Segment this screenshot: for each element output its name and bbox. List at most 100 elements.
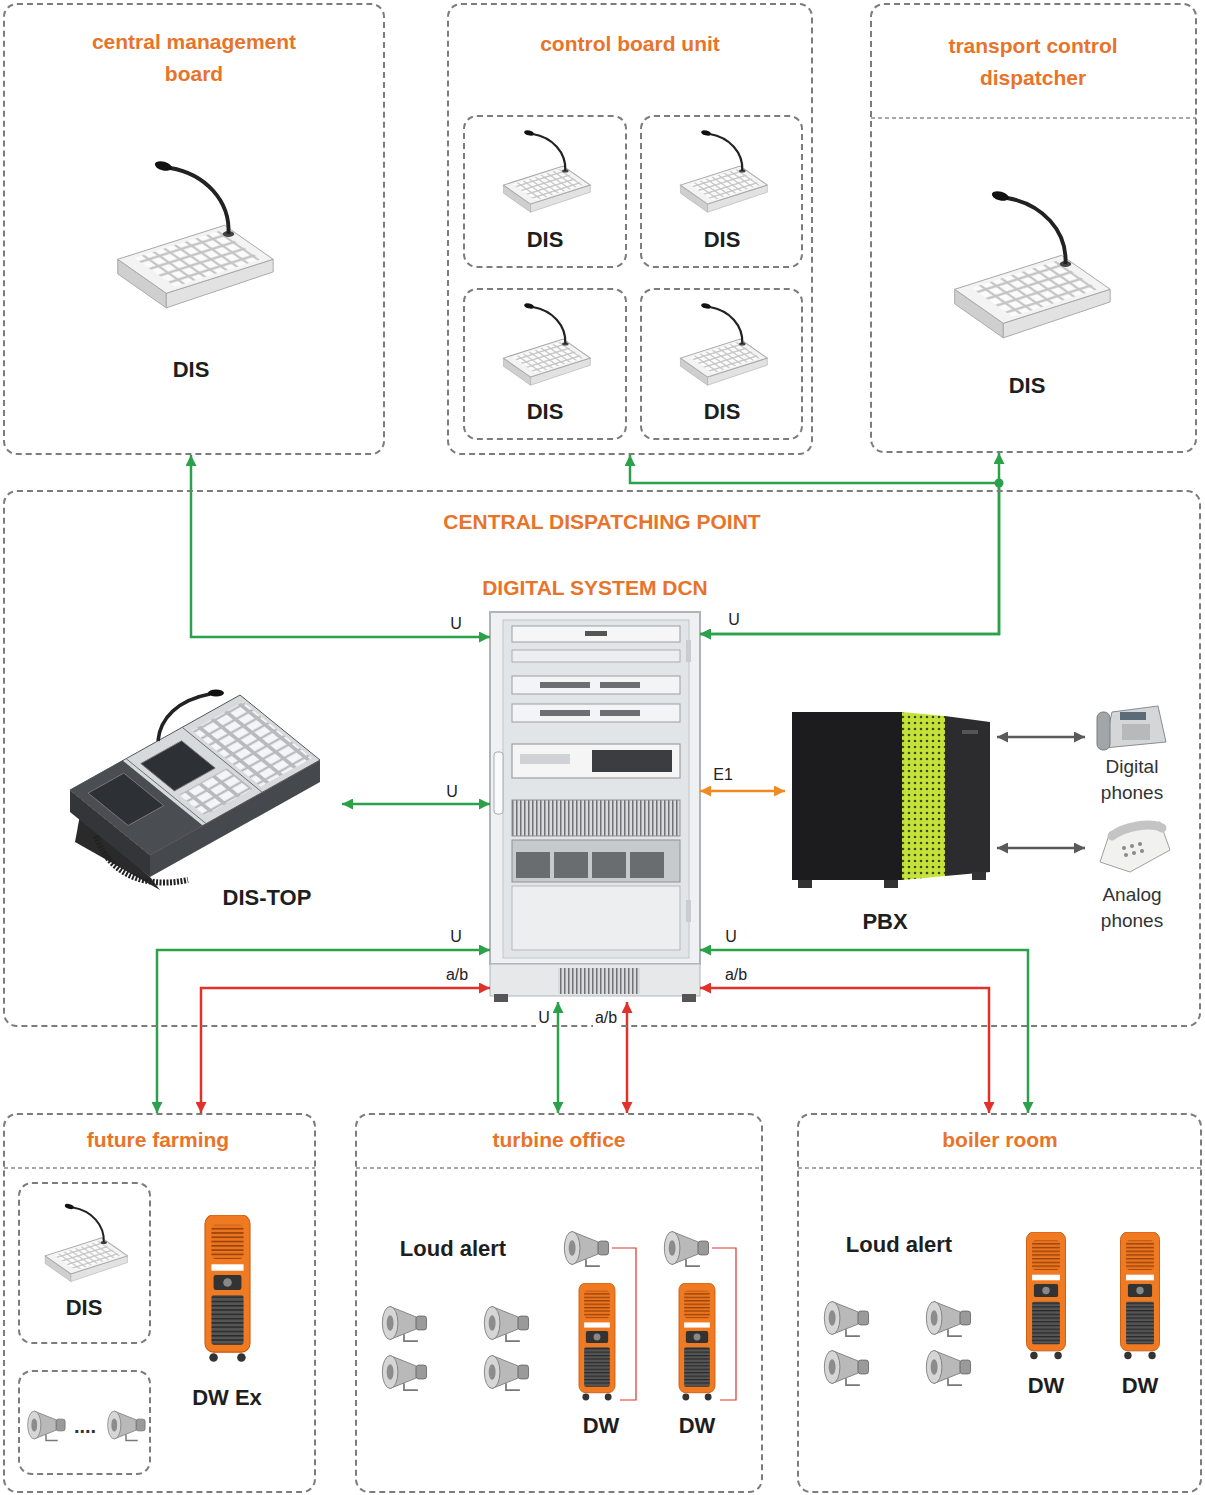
keypad (192, 702, 312, 786)
dis-console (680, 129, 767, 212)
device-box: DIS (640, 288, 803, 440)
cabinet-handle (494, 752, 503, 814)
cabinet-node: DIGITAL SYSTEM DCN (490, 612, 700, 1002)
header-divider (4, 1167, 315, 1169)
device-label: DW Ex (172, 1384, 282, 1412)
dis-console (503, 129, 590, 212)
device-label: DW (1016, 1372, 1076, 1400)
pbx-foot (884, 880, 898, 888)
phone-display (1120, 712, 1146, 720)
zone-box: transport control dispatcherDIS (870, 3, 1197, 453)
horn-speaker (664, 1232, 708, 1267)
plinth-grille (558, 968, 640, 994)
dw-unit (1027, 1232, 1066, 1359)
gooseneck (158, 694, 210, 741)
header-divider (356, 1167, 762, 1169)
device-box: DIS (18, 1182, 151, 1344)
connector (700, 988, 989, 1113)
device-label: DIS (682, 226, 762, 254)
dis-console (955, 190, 1110, 338)
signal-label: a/b (723, 966, 749, 984)
connector (700, 790, 785, 793)
analog-phone (1100, 822, 1170, 872)
signal-label: U (726, 611, 742, 629)
device-label: DIS (977, 372, 1077, 400)
console-node: DIS-TOP (50, 688, 342, 916)
device-box: DIS (463, 115, 627, 268)
dis-console (503, 302, 590, 385)
pbx-vents (902, 712, 945, 880)
device-label: DIS (505, 226, 585, 254)
device-label: DIS (505, 398, 585, 426)
horn-speaker (926, 1302, 970, 1337)
blank-panel (512, 886, 680, 950)
phone-key (1132, 851, 1136, 855)
module-panel (520, 754, 570, 764)
mic-head (208, 690, 224, 697)
device-label: DIS (682, 398, 762, 426)
signal-label: a/b (444, 966, 470, 984)
header-divider (871, 117, 1196, 119)
cabinet-frame (490, 612, 700, 964)
cabinet-foot (682, 994, 696, 1002)
dw-unit (679, 1283, 715, 1400)
console-surface (70, 695, 320, 855)
phone-key (1130, 844, 1134, 848)
phone-key (1122, 846, 1126, 850)
horn-speaker (926, 1351, 970, 1386)
handset-cord (96, 836, 188, 883)
cabinet-inner (503, 620, 689, 958)
horn-speaker (484, 1307, 528, 1342)
connector (997, 736, 1085, 739)
signal-label: U (723, 928, 739, 946)
phone-handset (1097, 712, 1110, 750)
rack-module (512, 744, 680, 778)
system-heading: DIGITAL SYSTEM DCN (435, 572, 755, 604)
link-bracket (612, 1248, 636, 1400)
zone-box: future farmingDW ExDIS.... (3, 1113, 316, 1493)
zone-heading: transport control dispatcher (903, 30, 1163, 94)
connector (700, 453, 999, 634)
horn-speaker (382, 1307, 426, 1342)
device-label: DIS-TOP (197, 884, 337, 912)
module-port (540, 682, 590, 688)
group-label: Loud alert (373, 1235, 533, 1263)
zone-heading: central management board (64, 26, 324, 90)
rectifier (554, 852, 588, 878)
phone-handset (1112, 825, 1162, 836)
horn-speaker (484, 1356, 528, 1391)
cabinet-foot (494, 994, 508, 1002)
device-label: DW (1110, 1372, 1170, 1400)
zone-box: central management boardDIS (3, 3, 385, 455)
module-divider (126, 759, 206, 824)
module-port (600, 710, 640, 716)
zone-heading: turbine office (399, 1124, 719, 1156)
digital-phone (1097, 706, 1166, 750)
phone-key (1140, 849, 1144, 853)
pbx-foot (972, 872, 986, 880)
rectifier (630, 852, 664, 878)
module-port (540, 710, 590, 716)
connector (630, 455, 999, 634)
signal-label: a/b (593, 1009, 619, 1027)
device-label: Digital phones (1085, 754, 1180, 806)
horn-speaker (108, 1411, 145, 1440)
connector (557, 1002, 560, 1113)
pbx-front (792, 712, 904, 880)
rectifier (516, 852, 550, 878)
module-divider (182, 727, 262, 792)
power-grille (512, 800, 680, 836)
cabinet-hinge (686, 640, 691, 662)
zone-heading: future farming (18, 1124, 298, 1156)
signal-label: U (448, 928, 464, 946)
dis-console (45, 1203, 127, 1282)
zone-heading: control board unit (480, 28, 780, 60)
device-box: DIS (463, 288, 627, 440)
rack-module (512, 676, 680, 694)
device-label: Analog phones (1085, 882, 1180, 934)
module-panel (592, 750, 672, 772)
rack-module (512, 650, 680, 662)
